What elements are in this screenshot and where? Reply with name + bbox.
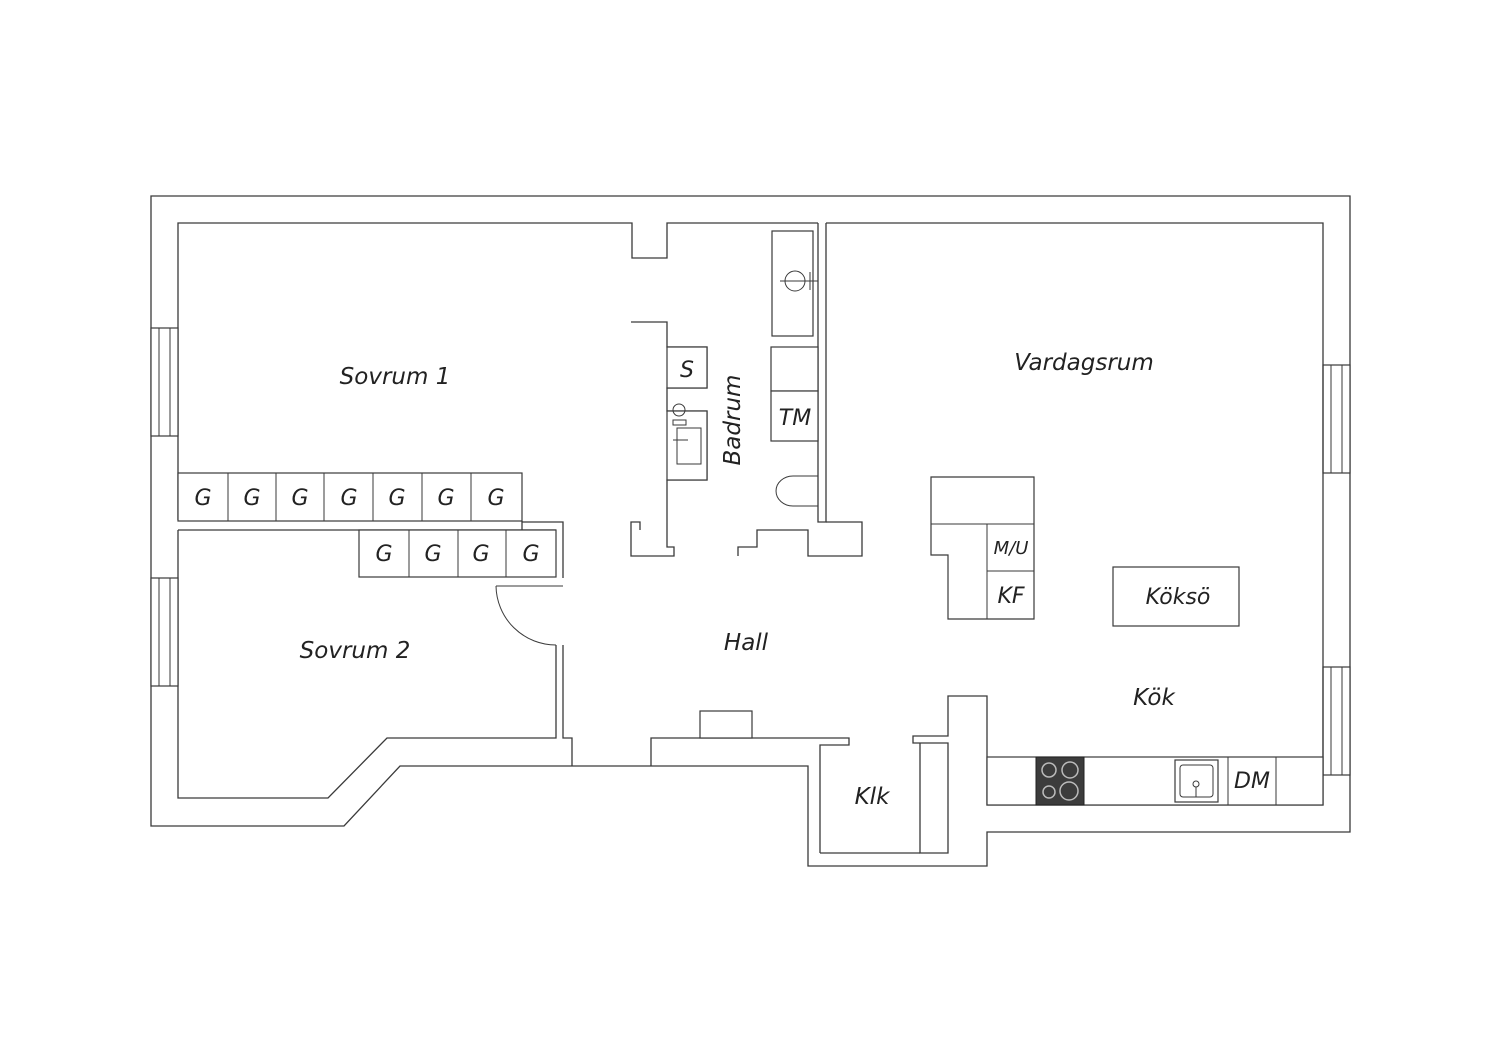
dryer-label: TM (779, 406, 811, 431)
shower-label: S (680, 358, 694, 383)
washer (770, 346, 819, 392)
badrum-door-frame (737, 521, 863, 557)
room-label-hall: Hall (724, 630, 769, 656)
wardrobe-label: G (388, 486, 405, 511)
wardrobe-label: G (340, 486, 357, 511)
kitchen-island-label: Köksö (1146, 585, 1211, 610)
window-left-2 (150, 577, 179, 687)
dishwasher-label: DM (1234, 769, 1270, 794)
bathroom-sink (666, 403, 708, 481)
wardrobe-row-lower (358, 529, 557, 578)
wardrobe-label: G (194, 486, 211, 511)
wardrobe-label: G (375, 542, 392, 567)
wardrobe-label: G (424, 542, 441, 567)
hall-wall-lower-left (562, 645, 573, 766)
sovrum2-wall-right (522, 521, 564, 578)
window-right-2 (1322, 666, 1351, 776)
wardrobe-label: G (487, 486, 504, 511)
stove (1035, 756, 1085, 806)
room-label-sovrum2: Sovrum 2 (300, 638, 411, 664)
fridge-freezer-label: KF (997, 584, 1024, 609)
wardrobe-label: G (243, 486, 260, 511)
shower-box (666, 346, 708, 389)
dryer-box (770, 390, 819, 442)
room-label-kok: Kök (1133, 685, 1176, 711)
window-right-1 (1322, 364, 1351, 474)
window-left-1 (150, 327, 179, 437)
room-label-vardagsrum: Vardagsrum (1014, 350, 1154, 376)
outer-wall (150, 195, 1351, 867)
sovrum2-wall (177, 530, 557, 799)
wardrobe-label: G (522, 542, 539, 567)
microwave-oven-label: M/U (994, 538, 1029, 559)
badrum-wall-right (817, 223, 827, 523)
wardrobe-label: G (472, 542, 489, 567)
sovrum2-door (495, 585, 563, 646)
kitchen-sink (1174, 759, 1219, 803)
wardrobe-label: G (437, 486, 454, 511)
wardrobe-row-upper (177, 472, 523, 522)
fridge-unit (930, 476, 1035, 620)
kitchen-island (1112, 566, 1240, 627)
wardrobe-label: G (291, 486, 308, 511)
hall-radiator (699, 710, 753, 739)
sovrum1-wall (177, 222, 818, 520)
room-label-sovrum1: Sovrum 1 (340, 364, 451, 390)
room-label-klk: Klk (855, 784, 891, 810)
room-label-badrum: Badrum (720, 375, 746, 466)
bathtub (771, 230, 818, 337)
toilet (775, 475, 818, 507)
klk-wall (650, 737, 920, 854)
